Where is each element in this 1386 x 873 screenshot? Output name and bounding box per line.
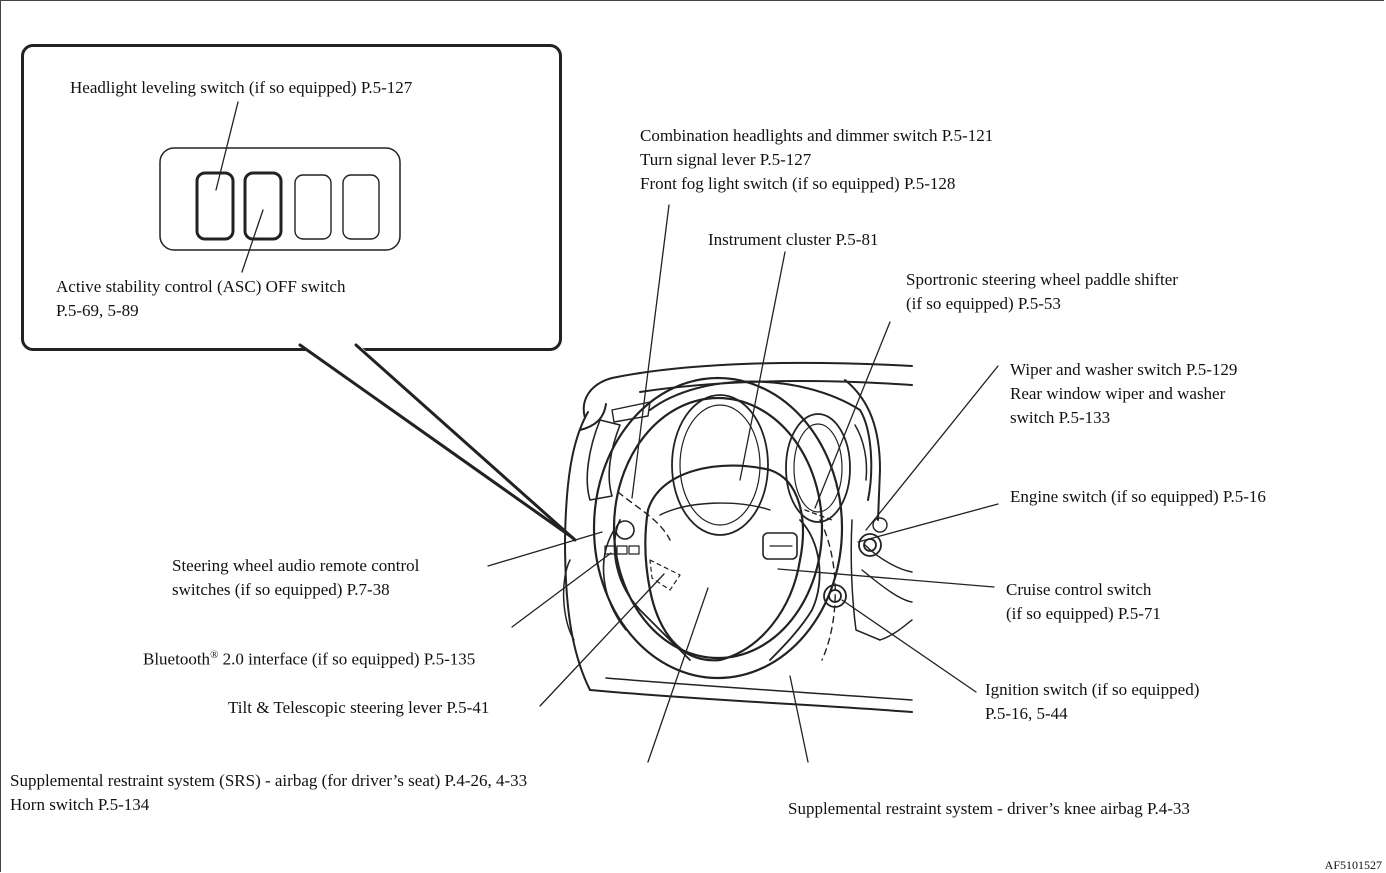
label-paddle-line1: Sportronic steering wheel paddle shifter: [906, 270, 1178, 289]
label-paddle-line2: (if so equipped) P.5-53: [906, 294, 1061, 313]
label-audio-line1: Steering wheel audio remote control: [172, 556, 420, 575]
callout-box: [21, 44, 562, 351]
label-ignition-switch: Ignition switch (if so equipped) P.5-16,…: [985, 678, 1199, 726]
ignition-knobs: [823, 517, 888, 608]
label-combination-line2: Turn signal lever P.5-127: [640, 150, 812, 169]
label-wiper-line3: switch P.5-133: [1010, 408, 1111, 427]
callout-pointer: [298, 342, 577, 542]
label-ignition-line2: P.5-16, 5-44: [985, 704, 1068, 723]
label-cruise-line2: (if so equipped) P.5-71: [1006, 604, 1161, 623]
label-ignition-line1: Ignition switch (if so equipped): [985, 680, 1200, 699]
dashboard-illustration: [562, 361, 913, 713]
label-wiper-switch: Wiper and washer switch P.5-129 Rear win…: [1010, 358, 1237, 430]
label-audio-remote: Steering wheel audio remote control swit…: [172, 554, 419, 602]
label-audio-line2: switches (if so equipped) P.7-38: [172, 580, 390, 599]
label-combination-line3: Front fog light switch (if so equipped) …: [640, 174, 956, 193]
label-asc-off-line1: Active stability control (ASC) OFF switc…: [56, 277, 346, 296]
label-cruise-control: Cruise control switch (if so equipped) P…: [1006, 578, 1161, 626]
label-bluetooth-post: 2.0 interface (if so equipped) P.5-135: [218, 649, 476, 669]
label-wiper-line1: Wiper and washer switch P.5-129: [1010, 360, 1238, 379]
label-srs-airbag: Supplemental restraint system (SRS) - ai…: [10, 769, 527, 817]
label-bluetooth: Bluetooth® 2.0 interface (if so equipped…: [143, 643, 475, 672]
label-instrument-cluster: Instrument cluster P.5-81: [708, 230, 879, 249]
label-cruise-line1: Cruise control switch: [1006, 580, 1152, 599]
label-headlight-leveling: Headlight leveling switch (if so equippe…: [70, 78, 413, 97]
leader-lines: [487, 204, 999, 763]
label-combination-line1: Combination headlights and dimmer switch…: [640, 126, 994, 145]
label-srs-line1: Supplemental restraint system (SRS) - ai…: [10, 771, 528, 790]
steering-wheel: [592, 376, 844, 680]
label-wiper-line2: Rear window wiper and washer: [1010, 384, 1226, 403]
label-tilt-lever: Tilt & Telescopic steering lever P.5-41: [228, 698, 490, 717]
figure-code: AF5101527: [1324, 858, 1382, 872]
label-asc-off-line2: P.5-69, 5-89: [56, 301, 139, 320]
switch-panel: [159, 147, 401, 251]
label-paddle-shifter: Sportronic steering wheel paddle shifter…: [906, 268, 1178, 316]
label-srs-line2: Horn switch P.5-134: [10, 795, 150, 814]
label-knee-airbag: Supplemental restraint system - driver’s…: [788, 799, 1190, 818]
label-engine-switch: Engine switch (if so equipped) P.5-16: [1010, 487, 1266, 506]
label-bluetooth-registered: ®: [210, 649, 219, 661]
label-asc-off: Active stability control (ASC) OFF switc…: [56, 275, 345, 323]
label-bluetooth-pre: Bluetooth: [143, 649, 211, 669]
label-combination-switch: Combination headlights and dimmer switch…: [640, 124, 993, 196]
